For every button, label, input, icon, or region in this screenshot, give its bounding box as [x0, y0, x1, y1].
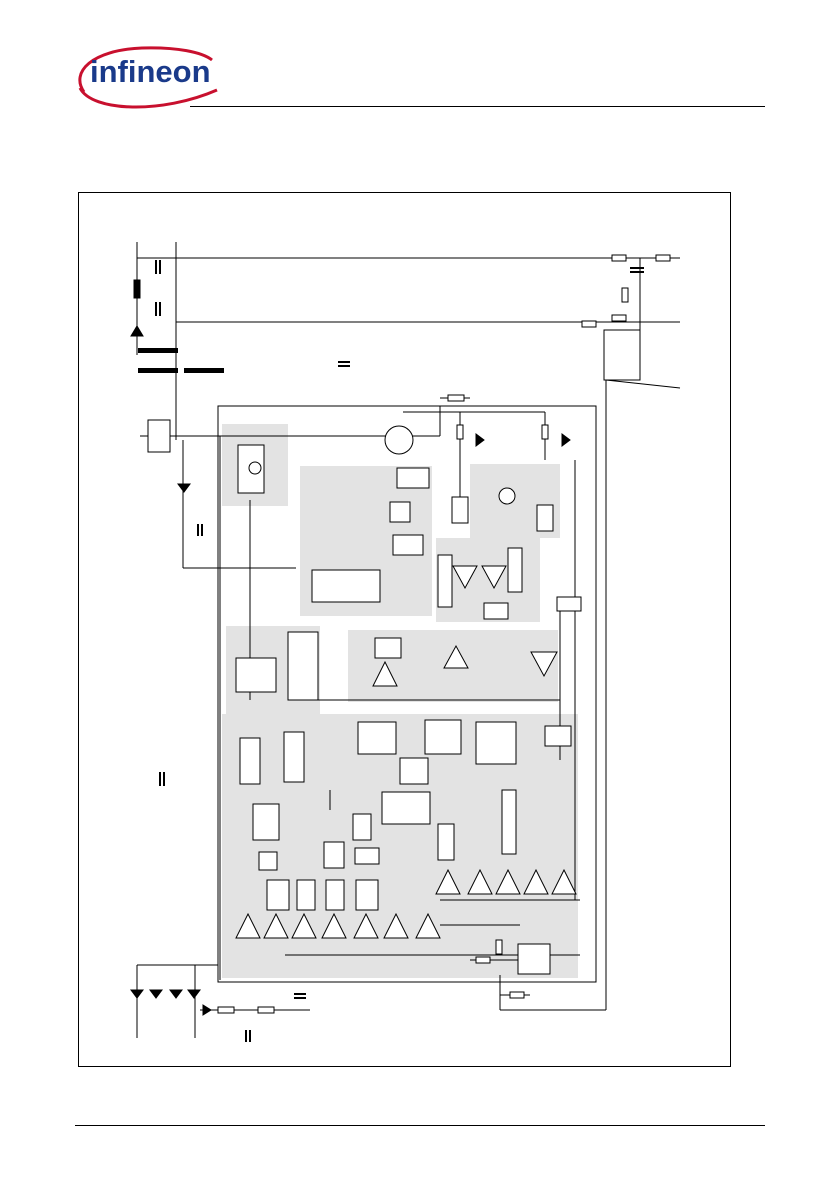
logo-swoosh-icon: [78, 46, 218, 109]
capacitor-symbols: [155, 260, 644, 1042]
header-divider: [190, 106, 765, 107]
diode-symbols: [130, 325, 571, 1016]
resistor-symbols: [133, 254, 671, 1014]
optocoupler-icon: [603, 329, 641, 381]
component-blocks: [147, 419, 582, 975]
logo-wordmark: infineon: [90, 54, 211, 89]
infineon-logo: [72, 42, 222, 110]
comparator-symbols: [235, 565, 577, 939]
wires: [136, 242, 681, 1038]
transformer-symbol: [138, 348, 224, 373]
footer-divider: [75, 1125, 765, 1126]
mosfet-icon: [248, 425, 516, 505]
figure-frame: [78, 192, 731, 1067]
